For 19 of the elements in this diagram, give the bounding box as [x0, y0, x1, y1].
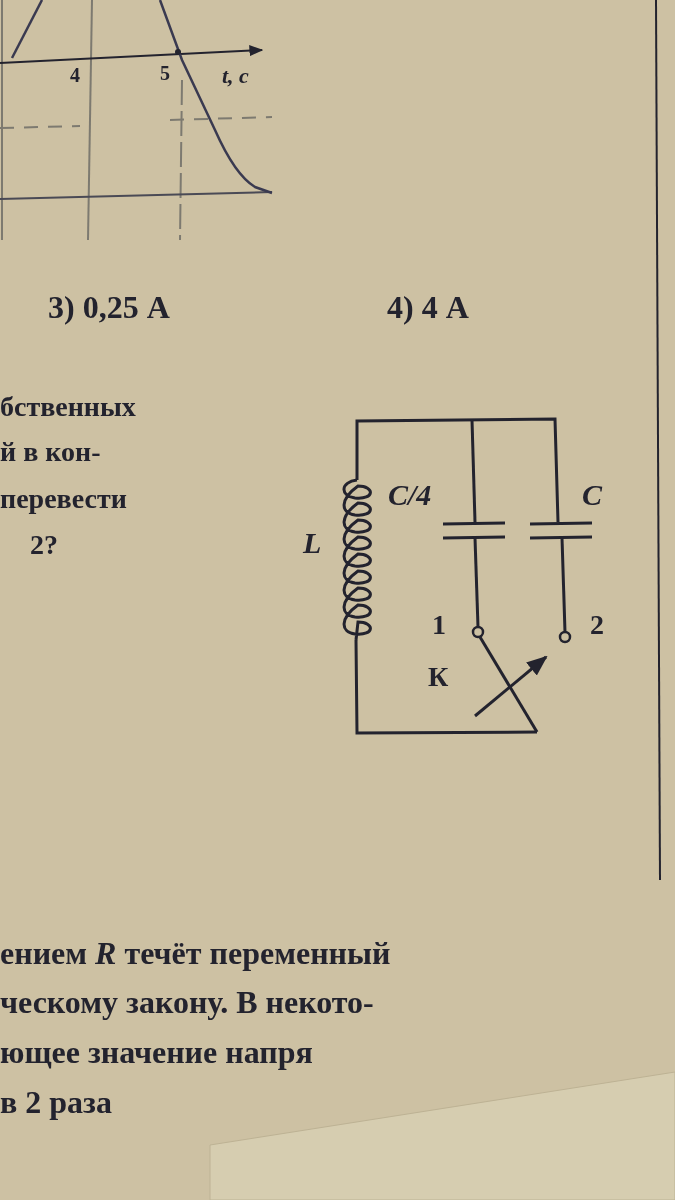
question-text: перевести [0, 484, 127, 515]
axis-label: t, с [222, 64, 249, 89]
terminal-label: 2 [590, 610, 604, 641]
problem-text: ением R течёт переменный [0, 936, 391, 972]
question-text: бственных [0, 392, 136, 423]
switch-label: К [428, 662, 449, 693]
axis-tick-label: 5 [160, 62, 170, 84]
axis-tick-label: 4 [70, 64, 80, 86]
question-text: 2? [30, 530, 58, 561]
problem-text: ющее значение напря [0, 1035, 313, 1071]
problem-text: в 2 раза [0, 1085, 112, 1121]
inductor-label: L [303, 526, 322, 559]
capacitor-label: C/4 [388, 478, 432, 511]
capacitor-label: C [582, 478, 602, 511]
answer-option: 4) 4 А [387, 290, 469, 326]
problem-text: ческому закону. В некото- [0, 985, 374, 1021]
answer-option: 3) 0,25 А [48, 290, 170, 326]
terminal-label: 1 [432, 610, 446, 641]
question-text: й в кон- [0, 437, 101, 468]
